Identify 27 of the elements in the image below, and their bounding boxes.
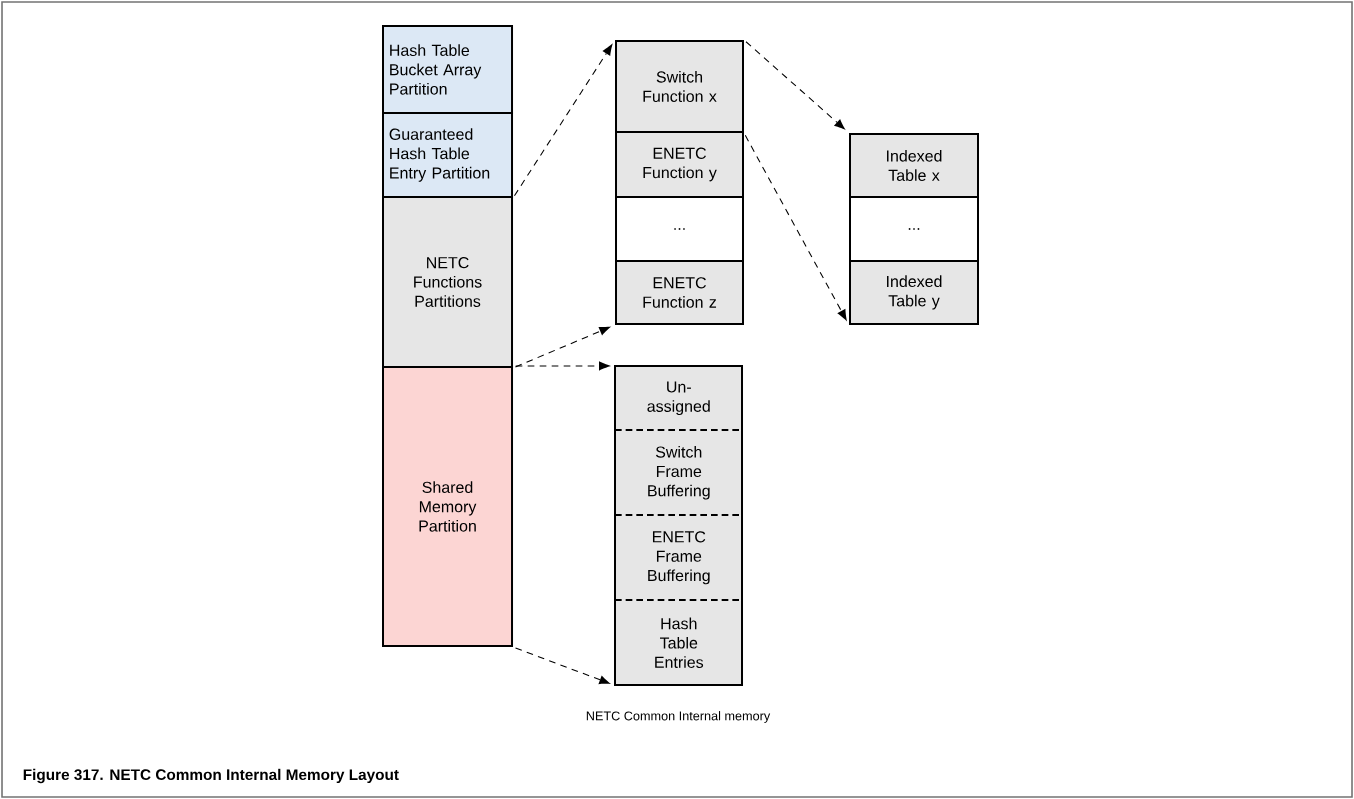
memory-block: Switch Function x xyxy=(615,40,744,133)
memory-block: ENETC Function y xyxy=(615,131,744,198)
memory-block: Shared Memory Partition xyxy=(382,366,513,647)
memory-block: Indexed Table y xyxy=(849,260,979,325)
arrow xyxy=(514,326,612,368)
memory-block: Un- assigned xyxy=(615,366,743,431)
memory-block: ENETC Frame Buffering xyxy=(615,515,743,601)
node-label: Switch Frame Buffering xyxy=(648,445,710,500)
memory-block: ... xyxy=(849,196,979,262)
memory-block: Hash Table Bucket Array Partition xyxy=(382,25,513,114)
diagram-label: NETC Common Internal memory xyxy=(586,711,771,723)
arrow xyxy=(513,43,613,197)
arrow xyxy=(514,647,612,685)
memory-block: ... xyxy=(615,196,744,262)
node-label: ENETC Frame Buffering xyxy=(648,531,710,585)
figure-caption: Figure 317. NETC Common Internal Memory Layout xyxy=(23,768,399,784)
memory-block: NETC Functions Partitions xyxy=(382,196,513,368)
node-label: Un- assigned xyxy=(647,381,710,416)
memory-block: ENETC Function z xyxy=(615,260,744,325)
memory-block: Hash Table Entries xyxy=(615,600,743,686)
node-label: Hash Table Entries xyxy=(655,617,704,668)
memory-block: Guaranteed Hash Table Entry Partition xyxy=(382,112,513,198)
arrow xyxy=(744,134,848,322)
arrow xyxy=(515,361,611,371)
memory-block: Indexed Table x xyxy=(849,133,979,198)
memory-block: Switch Frame Buffering xyxy=(615,430,743,516)
arrow xyxy=(745,41,846,131)
